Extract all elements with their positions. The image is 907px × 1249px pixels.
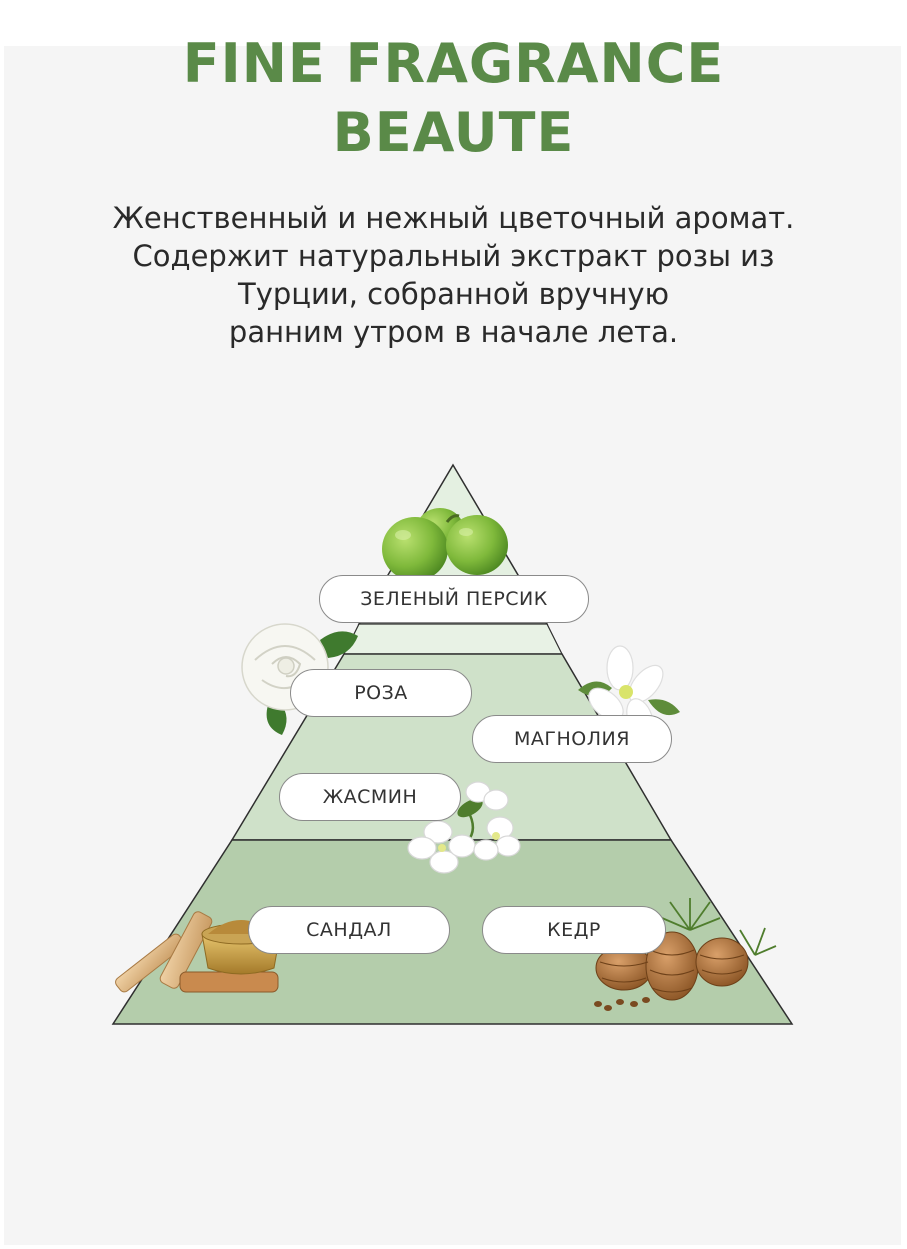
note-sandalwood: САНДАЛ [248,906,450,954]
note-green-peach: ЗЕЛЕНЫЙ ПЕРСИК [319,575,589,623]
note-magnolia: МАГНОЛИЯ [472,715,672,763]
note-rose: РОЗА [290,669,472,717]
note-jasmine: ЖАСМИН [279,773,461,821]
note-cedar: КЕДР [482,906,666,954]
